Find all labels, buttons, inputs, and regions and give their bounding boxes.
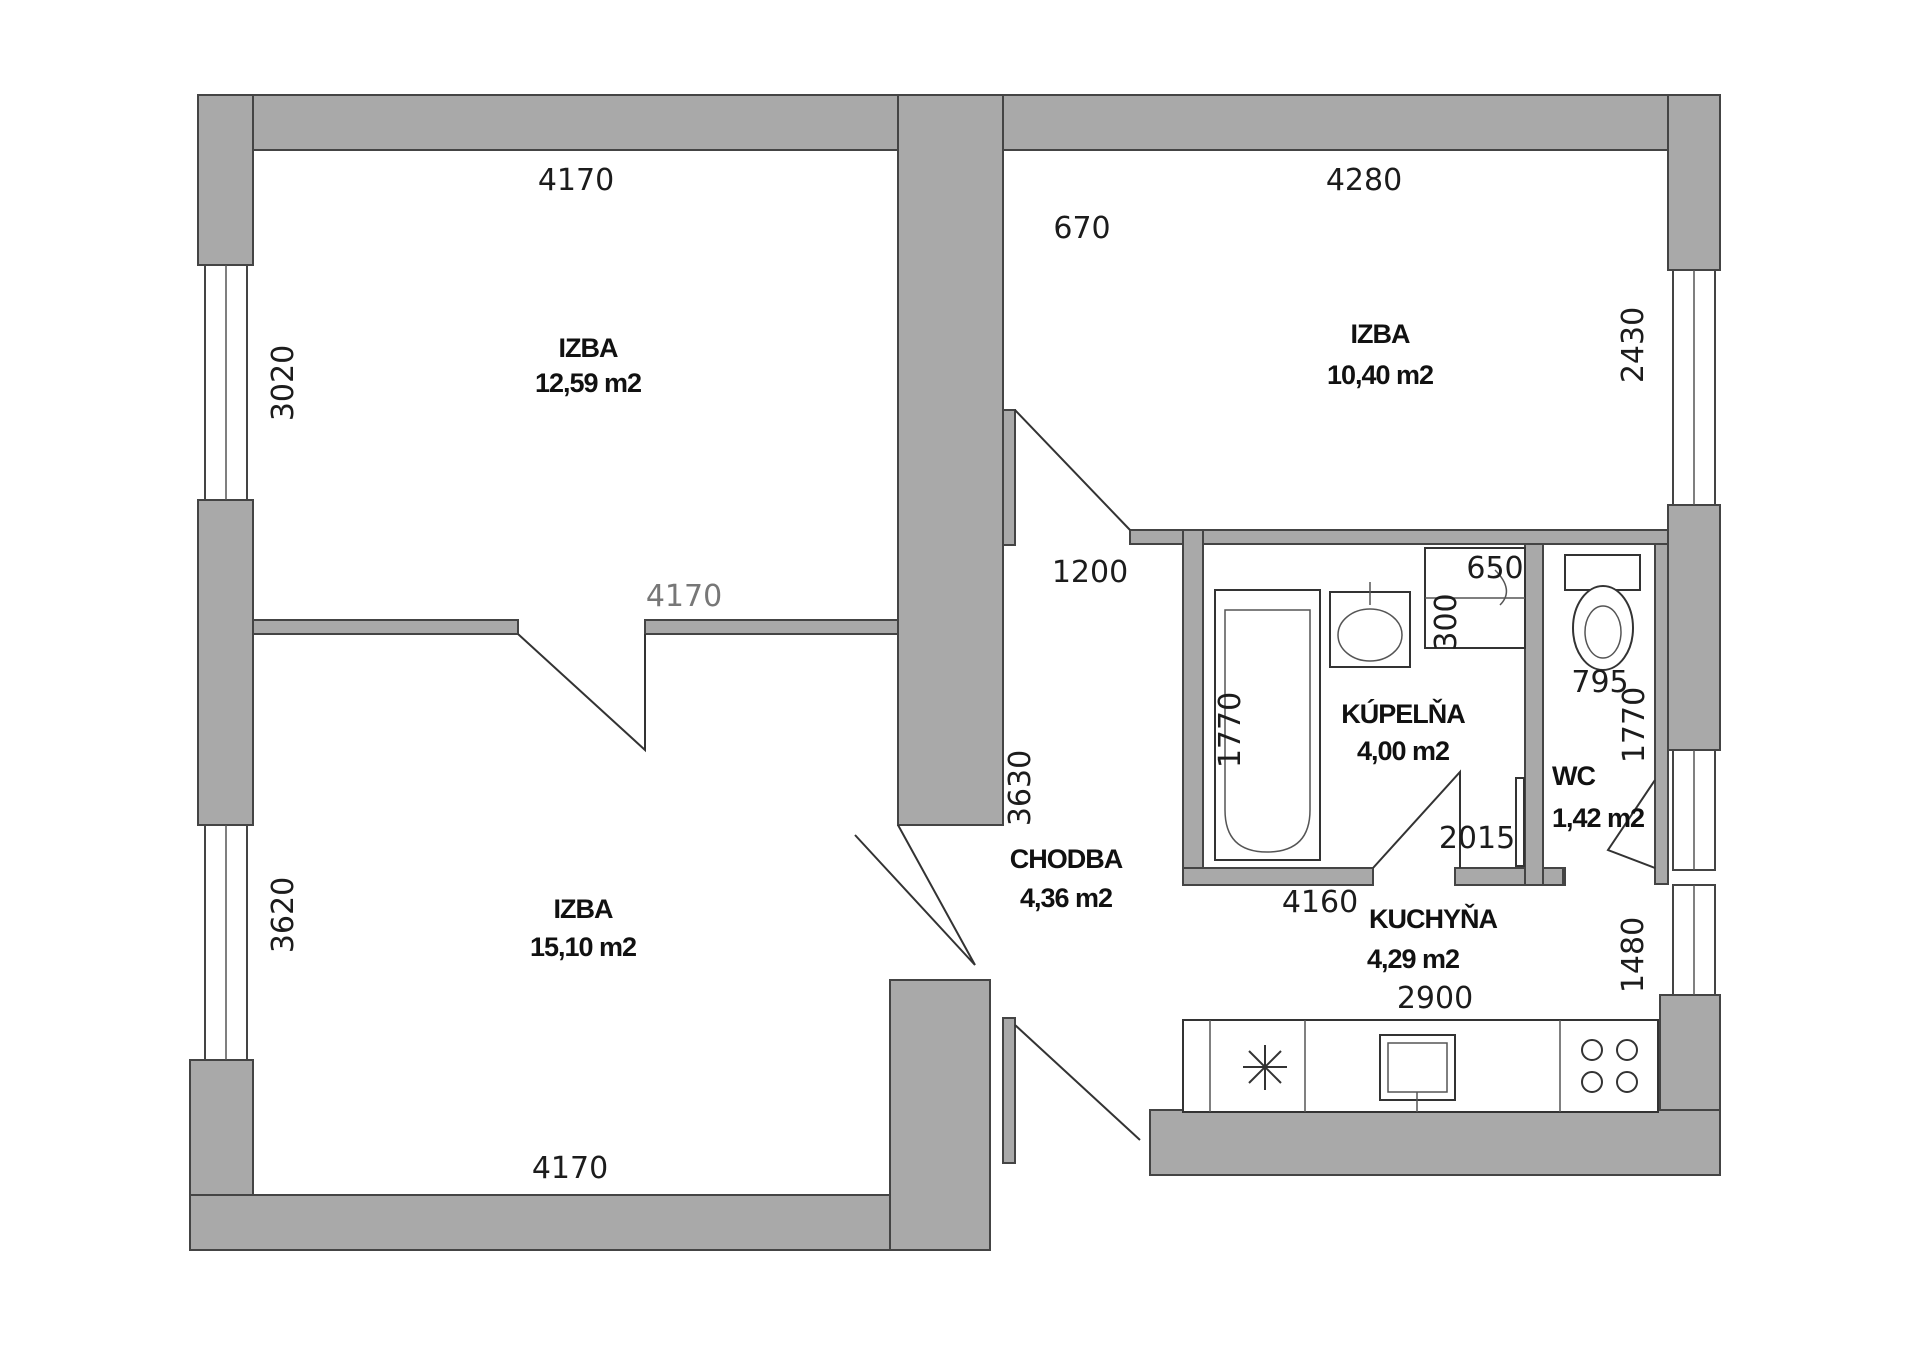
wall-wc-bottom (1542, 867, 1564, 886)
wall-bottom-right (1149, 1109, 1721, 1176)
room-name-izba-bottom-left: IZBA (554, 894, 613, 924)
dim-bath-length: 1770 (1213, 692, 1248, 768)
door-bathroom (1372, 769, 1461, 869)
room-area-kuchyna: 4,29 m2 (1367, 944, 1459, 974)
room-name-kupelna: KÚPELŇA (1341, 698, 1465, 729)
room-name-izba-top-right: IZBA (1351, 319, 1410, 349)
door-wc (1606, 779, 1656, 869)
doors (517, 409, 1656, 1141)
dim-sink-depth: 300 (1429, 593, 1464, 650)
wall-wc-right (1654, 543, 1669, 885)
kitchen-sink (1379, 1034, 1456, 1101)
dim-top-left-height: 3020 (266, 345, 301, 421)
arrow-icon (1494, 569, 1508, 606)
room-name-kuchyna: KUCHYŇA (1369, 903, 1498, 934)
wall-right-middle (1667, 504, 1721, 751)
wall-left-middle (197, 499, 254, 826)
wall-bath-bottom (1182, 867, 1374, 886)
door-wc-leaf (1515, 777, 1525, 867)
dimension-labels: 4170 3020 4280 670 2430 4170 1200 3630 3… (266, 163, 1652, 1186)
wall-left-partition-a (252, 619, 519, 635)
kitchen-fixtures (1182, 1019, 1659, 1113)
dim-kitchen-top: 4160 (1282, 885, 1358, 920)
toilet (1564, 554, 1641, 591)
dim-top-right-width: 4280 (1326, 163, 1402, 198)
room-area-kupelna: 4,00 m2 (1357, 736, 1449, 766)
dim-bottom-left-width: 4170 (532, 1151, 608, 1186)
dim-wc-width: 795 (1571, 665, 1628, 700)
dim-middle-wall: 4170 (646, 579, 722, 614)
room-area-izba-top-right: 10,40 m2 (1327, 360, 1433, 390)
wall-bath-wc (1524, 543, 1544, 886)
wall-corridor-stub-upper (1002, 409, 1016, 546)
wall-top-right-partition (1129, 529, 1669, 545)
wall-left-partition-b (644, 619, 899, 635)
asterisk-icon (1243, 1045, 1287, 1090)
room-area-izba-bottom-left: 15,10 m2 (530, 932, 636, 962)
room-labels: IZBA 12,59 m2 IZBA 10,40 m2 IZBA 15,10 m… (530, 319, 1645, 974)
dim-corridor-width: 1200 (1052, 555, 1128, 590)
stove-icon (1581, 1039, 1638, 1093)
wall-central-upper (897, 94, 1004, 826)
wall-corridor-stub-lower (1002, 1017, 1016, 1164)
room-area-izba-top-left: 12,59 m2 (535, 368, 641, 398)
dim-top-right-height: 2430 (1616, 307, 1651, 383)
dim-bottom-left-height: 3620 (266, 877, 301, 953)
room-name-izba-top-left: IZBA (559, 333, 618, 363)
door-left-rooms (517, 633, 646, 753)
dim-kitchen-counter: 2900 (1397, 981, 1473, 1016)
wall-right-upper (1667, 94, 1721, 271)
dim-top-right-offset: 670 (1053, 211, 1110, 246)
bathroom-fixtures (1214, 547, 1641, 861)
wall-left-upper (197, 94, 254, 266)
wall-bath-left (1182, 529, 1204, 886)
dim-wc-length: 1770 (1617, 687, 1652, 763)
toilet-bowl (1572, 585, 1634, 671)
door-entrance (1014, 1024, 1141, 1141)
room-area-chodba: 4,36 m2 (1020, 883, 1112, 913)
wall-bottom-left (189, 1194, 991, 1251)
dim-top-left-width: 4170 (538, 163, 614, 198)
dim-sink-width: 650 (1466, 551, 1523, 586)
door-top-right-room (1014, 409, 1131, 531)
room-area-wc: 1,42 m2 (1552, 803, 1644, 833)
walls (189, 94, 1721, 1251)
door-bottom-left-room (854, 824, 976, 966)
room-name-wc: WC (1552, 761, 1595, 791)
dim-kitchen-height: 1480 (1616, 917, 1651, 993)
dim-corridor-length: 3630 (1003, 750, 1038, 826)
bathtub (1214, 589, 1321, 861)
wall-central-lower (889, 979, 991, 1251)
dim-bath-wall: 2015 (1439, 821, 1515, 856)
room-name-chodba: CHODBA (1010, 844, 1123, 874)
